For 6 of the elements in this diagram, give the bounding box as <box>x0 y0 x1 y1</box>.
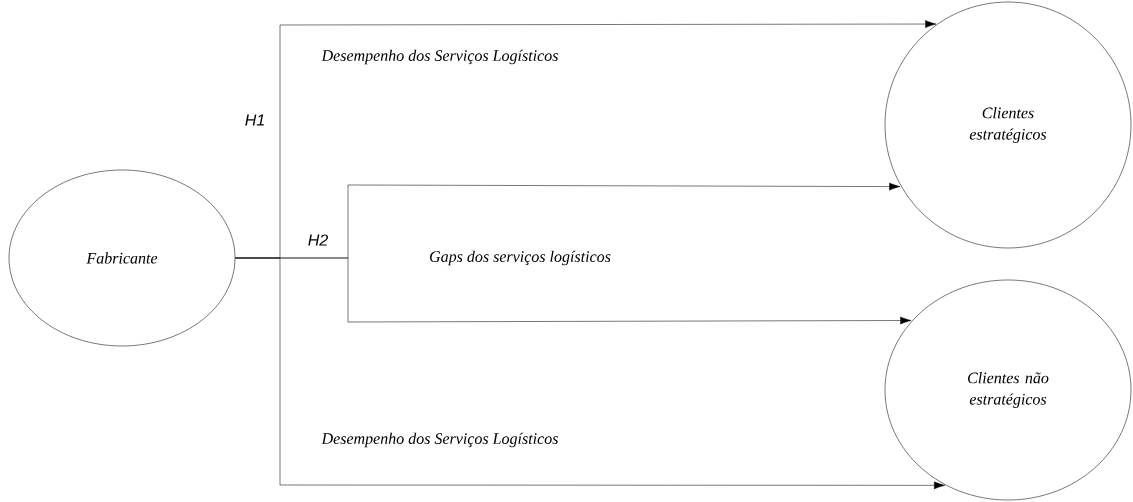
arrow <box>235 257 946 490</box>
edge-label: Desempenho dos Serviços Logísticos <box>318 47 562 67</box>
edge-label: Gaps dos serviços logísticos <box>426 248 614 268</box>
edge-label: Desempenho dos Serviços Logísticos <box>318 430 562 450</box>
hypothesis-label: H1 <box>245 114 264 126</box>
hypothesis-label: H2 <box>308 234 328 246</box>
